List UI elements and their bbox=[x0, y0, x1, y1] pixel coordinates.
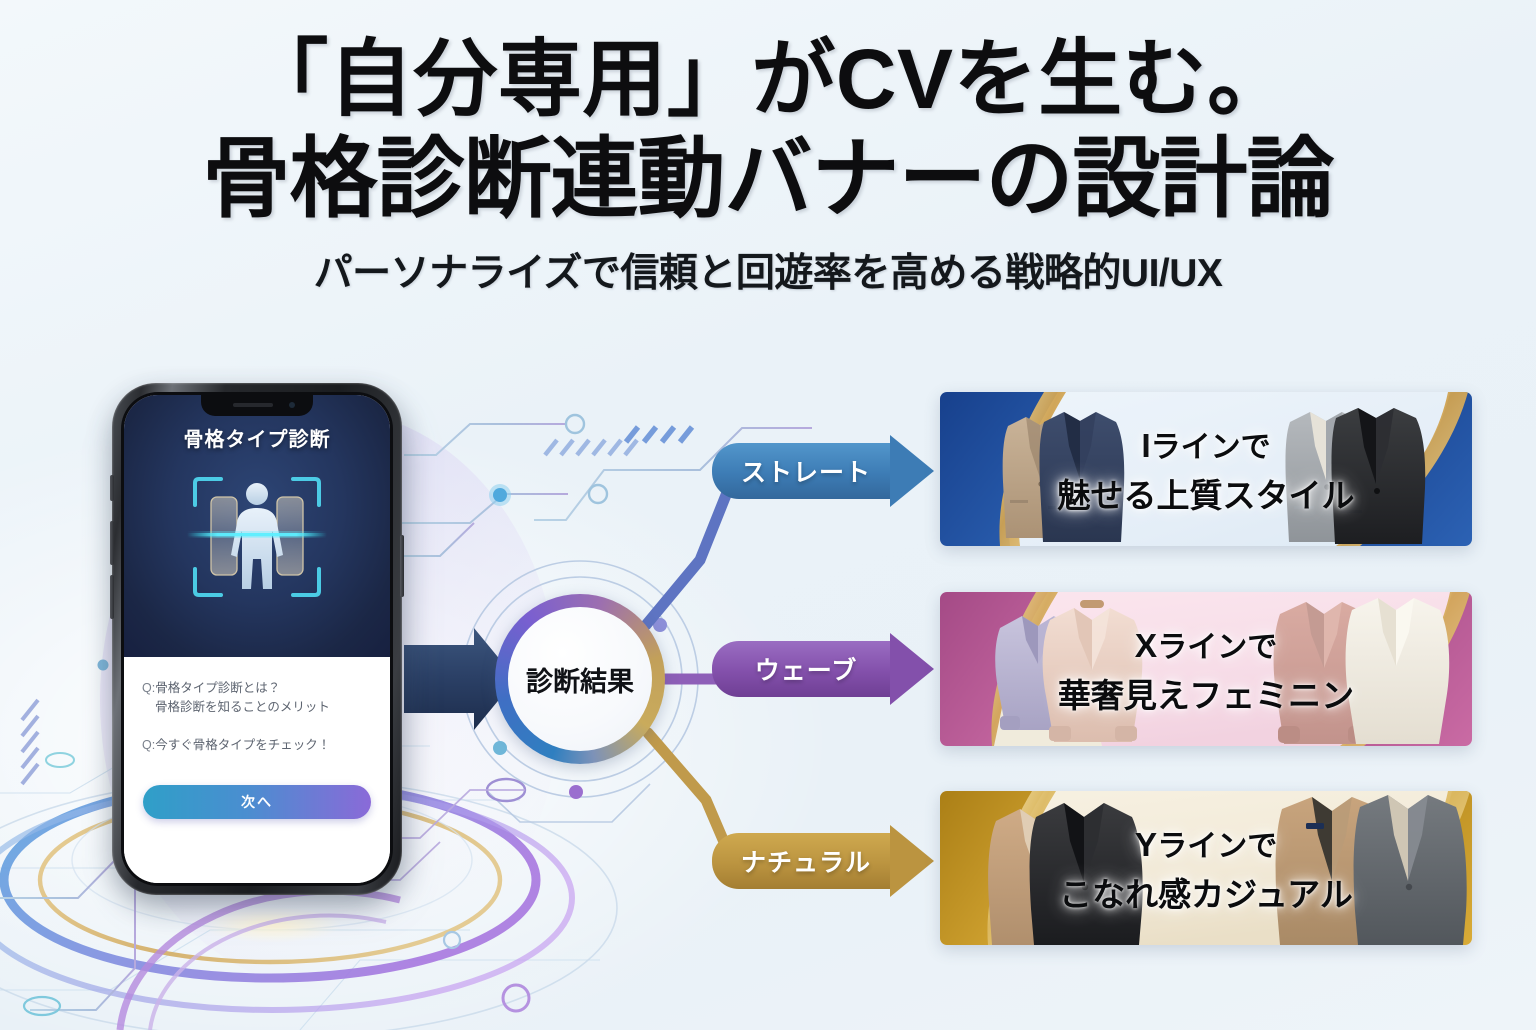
banner-card-natural[interactable]: Yラインで こなれ感カジュアル bbox=[940, 791, 1472, 945]
phone-body: 骨格タイプ診断 bbox=[110, 383, 404, 895]
diagnosis-result-node: 診断結果 bbox=[495, 594, 665, 764]
branch-arrow-natural[interactable]: ナチュラル bbox=[712, 825, 934, 897]
branch-body-natural bbox=[712, 833, 896, 889]
body-scan-icon bbox=[187, 477, 327, 597]
front-camera-icon bbox=[289, 402, 295, 408]
faq-prefix: Q: bbox=[142, 681, 156, 695]
branch-label-wave: ウェーブ bbox=[754, 657, 858, 685]
banner-card-straight[interactable]: Iラインで 魅せる上質スタイル bbox=[940, 392, 1472, 546]
phone-volume-down-button[interactable] bbox=[110, 575, 114, 619]
garment-grey-coat bbox=[1353, 795, 1467, 945]
title-block: 「自分専用」がCVを生む。 骨格診断連動バナーの設計論 パーソナライズで信頼と回… bbox=[0, 34, 1536, 298]
branch-arrow-straight[interactable]: ストレート bbox=[712, 435, 934, 507]
branch-label-straight: ストレート bbox=[740, 459, 871, 487]
phone-notch bbox=[201, 395, 313, 416]
phone-mockup: 骨格タイプ診断 bbox=[110, 383, 414, 907]
garment-blush-blouse bbox=[1042, 600, 1143, 742]
next-button[interactable]: 次へ bbox=[143, 785, 371, 819]
phone-bezel: 骨格タイプ診断 bbox=[121, 392, 393, 886]
arrow-head-icon-natural bbox=[890, 825, 934, 897]
garment-black-coat bbox=[1029, 803, 1143, 945]
page-title-line2: 骨格診断連動バナーの設計論 bbox=[202, 128, 1334, 228]
phone-screen: 骨格タイプ診断 bbox=[124, 395, 390, 883]
branch-body-wave bbox=[712, 641, 896, 697]
faq-prefix-2: Q: bbox=[142, 737, 156, 752]
faq-text-1a: 骨格タイプ診断とは？ bbox=[155, 681, 281, 695]
phone-power-button[interactable] bbox=[400, 535, 404, 597]
faq-text-2a: 今すぐ骨格タイプをチェック！ bbox=[155, 737, 331, 752]
node-label: 診断結果 bbox=[526, 666, 634, 697]
phone-volume-up-button[interactable] bbox=[110, 521, 114, 565]
arrow-head-icon-straight bbox=[890, 435, 934, 507]
page-title-line1: 「自分専用」がCVを生む。 bbox=[244, 32, 1292, 126]
diagnosis-faq-section: Q:骨格タイプ診断とは？ 骨格診断を知ることのメリット Q:今すぐ骨格タイプをチ… bbox=[124, 657, 390, 883]
node-core: 診断結果 bbox=[508, 607, 652, 751]
branch-arrow-wave[interactable]: ウェーブ bbox=[712, 633, 934, 705]
branch-label-natural: ナチュラル bbox=[740, 849, 871, 877]
garment-black-blazer bbox=[1331, 408, 1426, 544]
app-screen-title: 骨格タイプ診断 bbox=[183, 429, 331, 451]
page-subtitle: パーソナライズで信頼と回遊率を高める戦略的UI/UX bbox=[313, 251, 1223, 295]
faq-item-1[interactable]: Q:骨格タイプ診断とは？ 骨格診断を知ることのメリット bbox=[142, 679, 372, 718]
faq-text-1b: 骨格診断を知ることのメリット bbox=[155, 700, 330, 715]
garment-navy-blazer bbox=[1039, 412, 1125, 542]
phone-silent-switch[interactable] bbox=[110, 475, 114, 501]
diagnosis-hero-section: 骨格タイプ診断 bbox=[124, 395, 390, 657]
banner-card-wave[interactable]: Xラインで 華奢見えフェミニン bbox=[940, 592, 1472, 746]
faq-item-2[interactable]: Q:今すぐ骨格タイプをチェック！ bbox=[142, 736, 372, 755]
banner-artwork-natural bbox=[940, 791, 1472, 945]
garment-ivory-blouse bbox=[1345, 598, 1450, 744]
earpiece-speaker bbox=[233, 403, 273, 407]
banner-artwork-straight bbox=[940, 392, 1472, 546]
banner-artwork-wave bbox=[940, 592, 1472, 746]
arrow-head-icon-wave bbox=[890, 633, 934, 705]
